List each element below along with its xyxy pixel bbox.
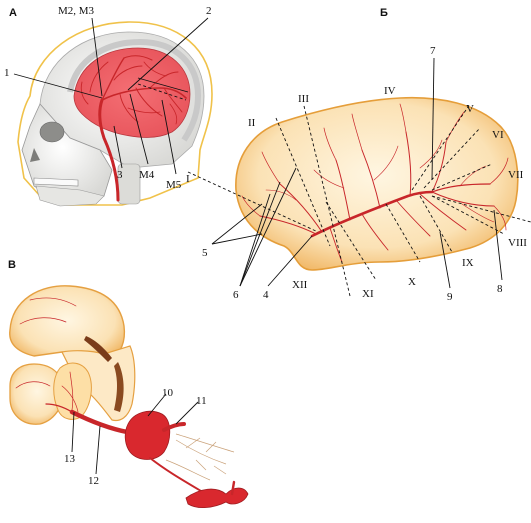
- label-12: 12: [88, 475, 99, 487]
- panel-a-labels: А M2, M3 2 1 3 M4 M5: [4, 5, 212, 191]
- ventricle: [84, 336, 112, 362]
- label-3: 3: [117, 169, 123, 181]
- label-m5: M5: [166, 179, 182, 191]
- leader-5b: [211, 233, 263, 245]
- leader-m2m3: [91, 17, 103, 97]
- head-outline: [17, 21, 213, 206]
- section-vessels: [15, 297, 79, 413]
- label-9: 9: [447, 291, 453, 303]
- segment-label-xi: XI: [362, 288, 374, 300]
- organ-arteries: [241, 103, 509, 263]
- label-13: 13: [64, 453, 76, 465]
- leader-13: [71, 411, 75, 453]
- mandible: [35, 185, 105, 207]
- segment-label-v: V: [466, 103, 474, 115]
- label-5: 5: [202, 247, 208, 259]
- nasal-cavity: [30, 148, 40, 162]
- leader-2: [127, 17, 209, 91]
- eye-orbit: [39, 121, 65, 143]
- panel-a-head: [13, 17, 213, 207]
- label-2: 2: [206, 5, 212, 17]
- panel-label-c: В: [8, 259, 16, 271]
- segment-label-ix: IX: [462, 257, 474, 269]
- panel-label-a: А: [9, 7, 17, 19]
- teeth: [33, 177, 79, 187]
- aqueduct: [114, 362, 124, 412]
- label-6: 6: [233, 289, 239, 301]
- leader-10: [147, 393, 167, 417]
- brain-arteries: [80, 55, 187, 202]
- artery-descending: [149, 457, 207, 495]
- artery-branch-13: [45, 403, 73, 413]
- fine-strands: [165, 433, 235, 481]
- leader-6c: [239, 167, 297, 287]
- artery-branch-11: [162, 422, 186, 432]
- leader-11: [175, 401, 199, 425]
- dashed-axis-a: [137, 83, 187, 101]
- segment-label-i: I: [186, 173, 190, 185]
- artery-bulb: [124, 410, 171, 460]
- label-4: 4: [263, 289, 269, 301]
- label-m2-m3: M2, M3: [58, 5, 95, 17]
- artery-arch: [185, 487, 249, 508]
- segment-label-vii: VII: [508, 169, 524, 181]
- label-m4: M4: [139, 169, 155, 181]
- leader-3: [113, 125, 123, 169]
- label-11: 11: [196, 395, 207, 407]
- leader-m5-b: [137, 77, 189, 93]
- panel-b-spleen: [187, 57, 531, 297]
- segment-label-ii: II: [248, 117, 256, 129]
- segment-label-vi: VI: [492, 129, 504, 141]
- segment-label-x: X: [408, 276, 416, 288]
- leader-1: [13, 73, 103, 99]
- label-8: 8: [497, 283, 503, 295]
- leader-m4: [129, 93, 149, 165]
- panel-b-labels: Б I II III IV V VI VII VIII IX X XI XII …: [186, 7, 527, 303]
- panel-label-b: Б: [380, 7, 388, 19]
- leader-5a: [211, 203, 263, 245]
- leader-m5: [161, 99, 177, 175]
- leader-6a: [239, 193, 271, 287]
- leader-6b: [239, 181, 281, 287]
- panel-c-labels: В 10 11 12 13: [8, 259, 207, 487]
- label-1: 1: [4, 67, 10, 79]
- segment-label-xii: XII: [292, 279, 308, 291]
- artery-arch-up: [230, 480, 236, 496]
- organ-body: [235, 96, 519, 271]
- leader-7: [431, 57, 435, 181]
- leader-12: [95, 425, 101, 475]
- label-7: 7: [430, 45, 436, 57]
- segment-label-viii: VIII: [508, 237, 527, 249]
- tissue-lobe-upper: [9, 285, 126, 363]
- leader-8: [493, 209, 503, 281]
- leader-9: [439, 231, 451, 289]
- segment-boundaries: [187, 103, 531, 297]
- panel-c-section: [9, 285, 249, 508]
- leader-4: [267, 235, 313, 287]
- segment-label-iv: IV: [384, 85, 396, 97]
- label-10: 10: [162, 387, 174, 399]
- segment-label-iii: III: [298, 93, 309, 105]
